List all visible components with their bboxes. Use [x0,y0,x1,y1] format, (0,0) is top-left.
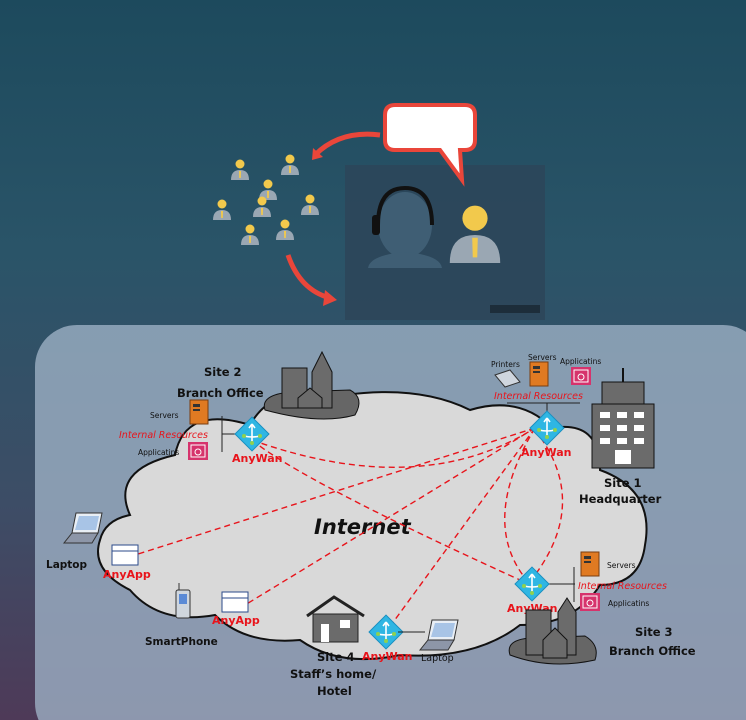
site4-type: Staff’s home/ [290,667,377,681]
site4: AnyWan Laptop Site 4 Staff’s home/ Hotel [290,595,459,698]
applications-label: Applicatins [138,448,179,457]
audience-group-icon [213,154,319,245]
servers-label: Servers [607,561,636,570]
server-icon [529,361,549,387]
arrow-icon [313,131,381,157]
home-icon [306,595,365,643]
internal-resources-label: Internal Resources [494,391,583,402]
anywan-label: AnyWan [521,446,572,459]
anyapp-icon [111,544,139,566]
site1: Printers Servers Applicatins Internal Re… [491,353,662,506]
vpn-links [134,427,564,633]
applications-label: Applicatins [560,357,601,366]
site3-type: Branch Office [609,644,696,658]
printers-label: Printers [491,360,520,369]
internal-resources-label: Internal Resources [119,430,208,441]
headquarter-building-icon [591,368,655,469]
printer-icon [494,369,521,388]
servers-label: Servers [150,411,179,420]
top-illustration [213,103,545,320]
internal-resources-label: Internal Resources [578,581,667,592]
site3-name: Site 3 [635,625,673,639]
laptop-client: Laptop AnyApp [46,512,151,581]
applications-label: Applicatins [608,599,649,608]
site3: Servers Internal Resources Applicatins A… [507,551,696,665]
anyapp-label: AnyApp [103,568,151,581]
server-icon [580,551,600,577]
application-icon [570,366,592,386]
anywan-label: AnyWan [362,650,413,663]
site1-type: Headquarter [579,492,662,506]
site4-name: Site 4 [317,650,355,664]
anyapp-icon [221,591,249,613]
anywan-label: AnyWan [232,452,283,465]
servers-label: Servers [528,353,557,362]
site2: Site 2 Branch Office Servers Internal Re… [119,350,360,465]
laptop-label: Laptop [46,559,88,571]
anyapp-label: AnyApp [212,614,260,627]
smartphone-icon [175,583,191,619]
smartphone-label: SmartPhone [145,636,218,648]
smartphone-client: SmartPhone AnyApp [145,583,260,648]
internet-label: Internet [314,515,412,539]
site2-name: Site 2 [204,365,242,379]
site2-type: Branch Office [177,386,264,400]
application-icon [579,592,601,612]
site4-type-line2: Hotel [317,684,352,698]
application-icon [187,441,209,461]
monitor-screen [345,165,545,320]
server-icon [189,399,209,425]
site1-name: Site 1 [604,476,642,490]
speech-bubble-icon [383,103,477,187]
support-agent-icon [368,185,442,268]
laptop-label: Laptop [421,653,454,664]
arrow-icon [285,254,331,301]
